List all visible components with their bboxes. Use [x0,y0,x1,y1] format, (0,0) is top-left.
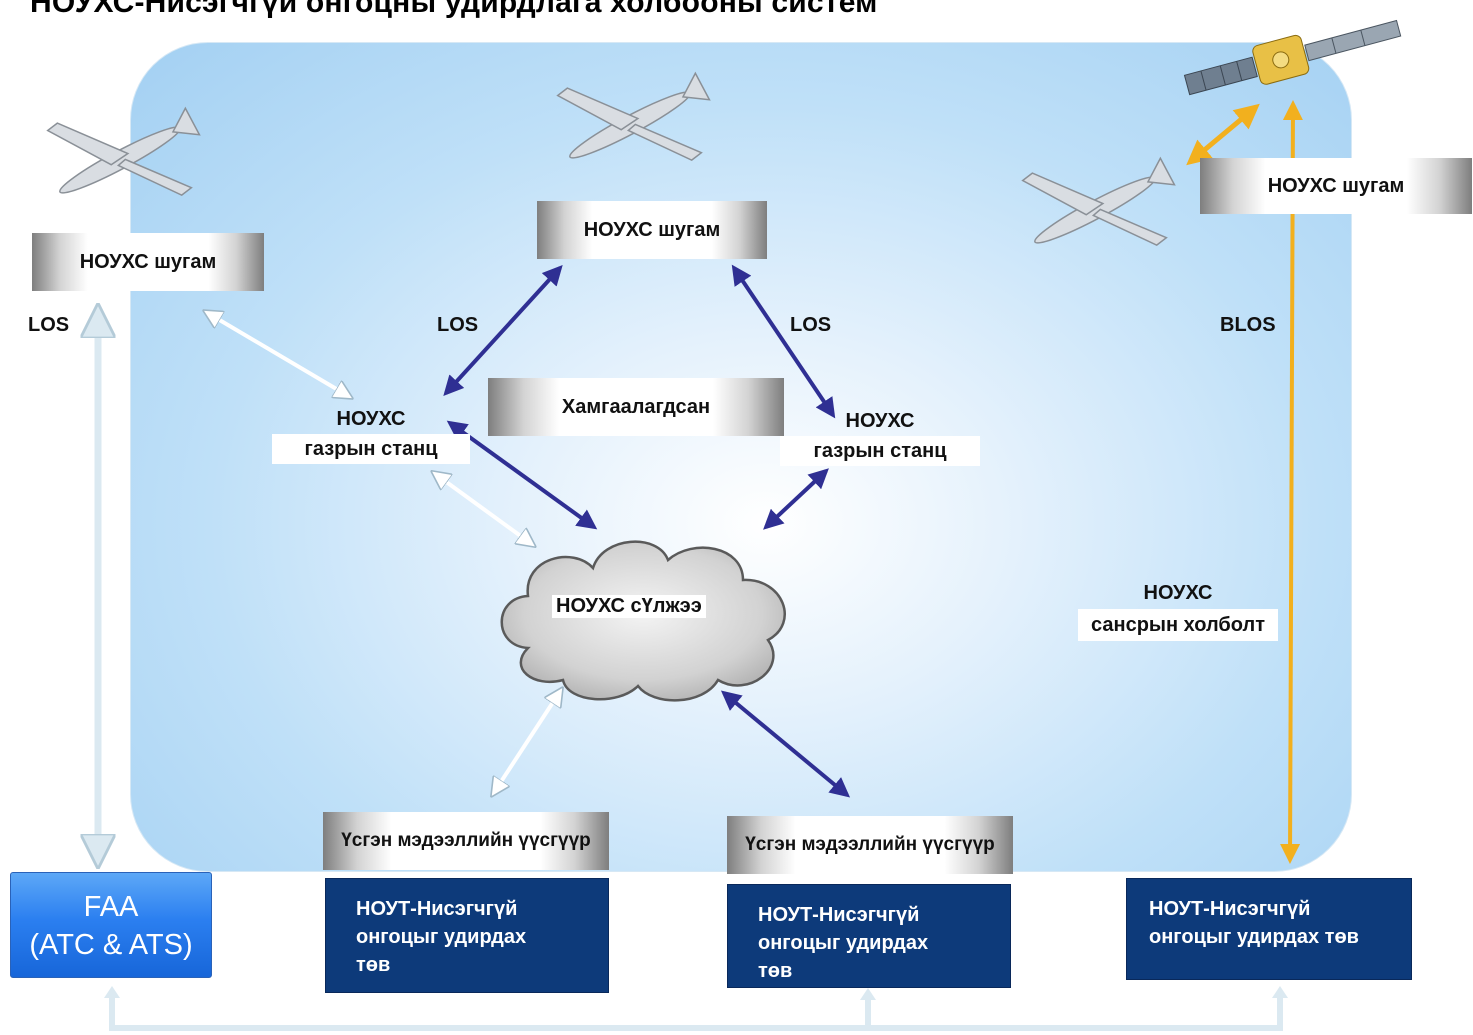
source-label: Үсгэн мэдээллийн үүсгүүр [341,830,591,851]
ground-station-line2: газрын станц [272,434,470,464]
diagram-title: НОУХС-Нисэгчгүй онгоцны удирдлага холбоо… [30,0,878,19]
blue-arrow-top-left [443,265,563,396]
source-box-left: Үсгэн мэдээллийн үүсгүүр [323,812,609,870]
cloud-icon [500,540,786,702]
satellite-link-line2: сансрын холболт [1078,609,1278,641]
uav-drone-icon [1021,156,1176,247]
source-box-right: Үсгэн мэдээллийн үүсгүүр [727,816,1013,874]
faa-line2: (ATC & ATS) [29,929,193,961]
blue-arrow-cloud-center [720,690,851,798]
secured-label: Хамгаалагдсан [561,395,711,418]
gold-arrow-satellite-drone [1186,103,1260,166]
white-arrow-station-cloud [434,473,533,545]
ground-station-left: НОУХС газрын станц [272,404,470,464]
blue-arrow-top-right [731,264,836,419]
uav-drone-icon [556,71,711,162]
ground-station-right: НОУХС газрын станц [780,406,980,466]
los-label-center-left: LOS [437,314,479,336]
ground-station-line1: НОУХС [336,408,406,430]
satellite-link-text: НОУХС сансрын холболт [1078,577,1278,641]
uas-link-label: НОУХС шугам [583,218,721,241]
uas-link-box-right: НОУХС шугам [1200,158,1472,214]
secured-box: Хамгаалагдсан [488,378,784,436]
network-label: НОУХС сҮлжээ [552,595,706,618]
faa-line1: FAA [83,891,139,923]
los-label-center-right: LOS [790,314,832,336]
blue-arrow-right-station-cloud [763,468,829,530]
white-arrow-cloud-source [493,690,561,794]
uas-link-label: НОУХС шугам [79,250,217,273]
source-label: Үсгэн мэдээллийн үүсгүүр [745,834,995,855]
white-arrow-link-station [206,312,350,397]
uas-link-label: НОУХС шугам [1267,174,1405,197]
bottom-connector [104,986,1288,1031]
los-label-left: LOS [28,314,70,336]
blue-arrow-left-station-cloud [446,420,598,530]
control-center-right: НОУТ-Нисэгчгүй онгоцыг удирдах төв [1126,878,1412,980]
uas-link-box-left: НОУХС шугам [32,233,264,291]
gold-arrow-satellite-center [1280,100,1303,864]
uas-link-box-center: НОУХС шугам [537,201,767,259]
control-center-middle: НОУТ-Нисэгчгүй онгоцыг удирдах төв [727,884,1011,988]
ground-station-line2: газрын станц [780,436,980,466]
satellite-link-line1: НОУХС [1143,582,1213,604]
faa-box: FAA (ATC & ATS) [10,872,212,978]
blos-label: BLOS [1220,314,1276,336]
satellite-icon [1183,19,1402,96]
control-center-left: НОУТ-Нисэгчгүй онгоцыг удирдах төв [325,878,609,993]
uav-drone-icon [46,106,201,197]
ground-station-line1: НОУХС [845,410,915,432]
